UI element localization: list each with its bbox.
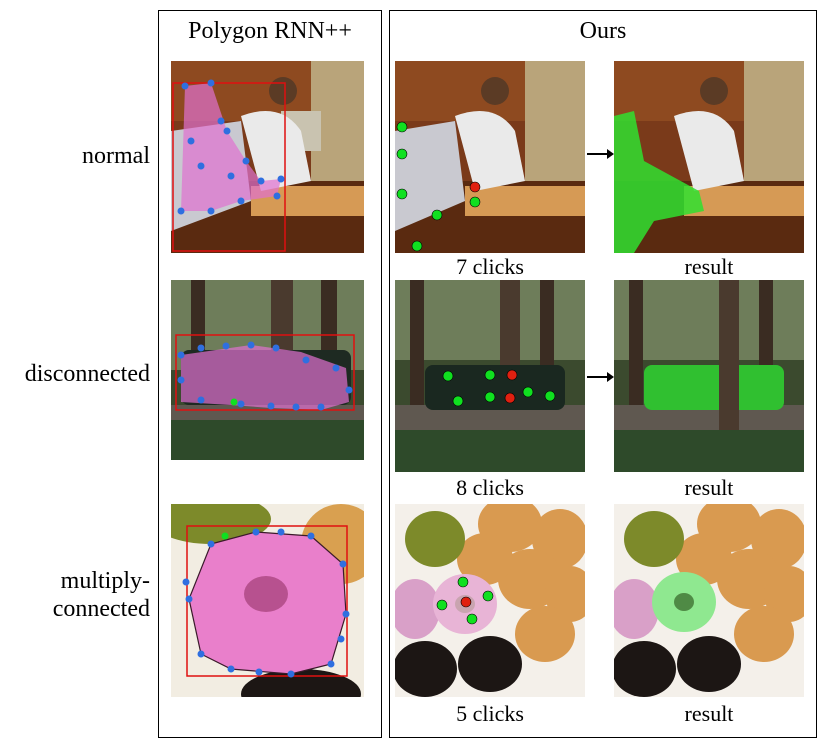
row3-clicks-image <box>395 504 585 697</box>
polygon-rnn-title: Polygon RNN++ <box>188 18 352 44</box>
row1-polygon-image <box>171 61 364 253</box>
row1-result-caption: result <box>684 254 734 279</box>
row3-polygon-image <box>171 504 364 697</box>
row-label-line1: multiply- <box>60 568 150 594</box>
row2-arrow-icon <box>587 372 614 382</box>
row3-result-image <box>614 504 804 697</box>
row2-clicks-caption: 8 clicks <box>456 475 524 500</box>
row2-result-image <box>614 280 804 472</box>
row1-clicks-caption: 7 clicks <box>456 254 524 279</box>
row2-polygon-image <box>171 280 364 472</box>
row3-result-caption: result <box>684 701 734 726</box>
row1-clicks-image <box>395 61 585 253</box>
row2-clicks-image <box>395 280 585 472</box>
row3-clicks-caption: 5 clicks <box>456 701 524 726</box>
row1-arrow-icon <box>587 149 614 159</box>
row1-result-image <box>614 61 804 253</box>
row-label-normal: normal <box>82 143 150 169</box>
ours-title: Ours <box>579 18 627 44</box>
row-label-disconnected: disconnected <box>24 361 150 387</box>
row-label-line2: connected <box>52 595 150 622</box>
row2-result-caption: result <box>684 475 734 500</box>
row-label-multiply-connected: multiply- connected <box>0 568 150 623</box>
